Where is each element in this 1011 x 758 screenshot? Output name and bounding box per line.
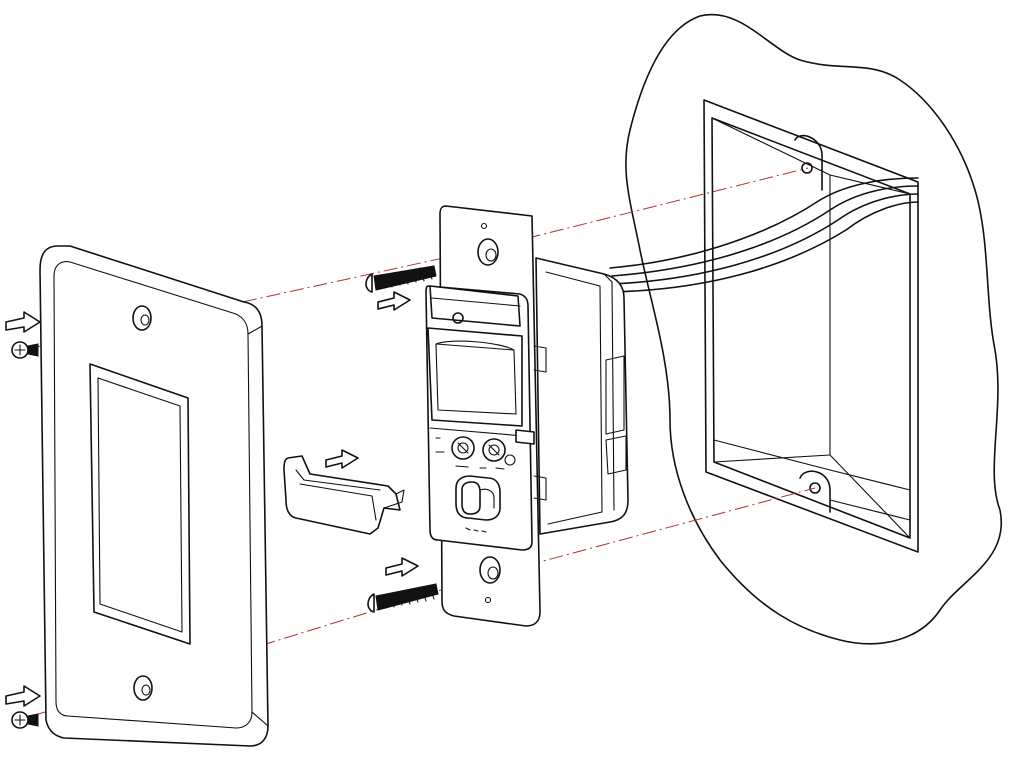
occupancy-sensor-switch — [425, 205, 629, 627]
arrow-icon — [5, 311, 41, 333]
arrow-icon — [325, 449, 359, 469]
plate-screw-bottom — [11, 711, 39, 729]
arrow-icon — [385, 557, 419, 577]
adjustment-cover — [283, 455, 405, 535]
arrow-icon — [377, 291, 411, 311]
plate-screw-top — [11, 341, 39, 359]
electrical-box — [703, 99, 919, 553]
device-screw-bottom — [367, 583, 439, 613]
wall-cutout — [625, 13, 1003, 645]
wall-plate — [39, 245, 269, 747]
arrow-icon — [5, 685, 41, 707]
wires — [609, 177, 919, 293]
device-screw-top — [365, 265, 437, 293]
